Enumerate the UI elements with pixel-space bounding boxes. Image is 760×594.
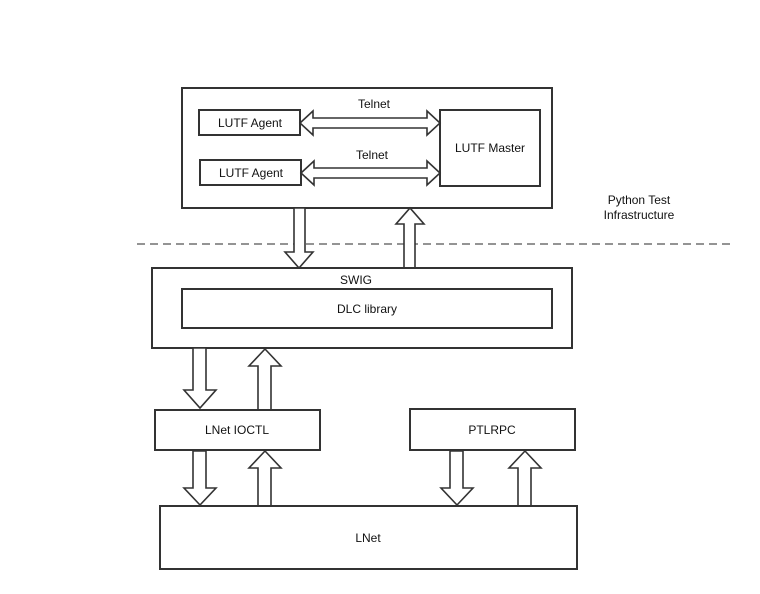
ptlrpc-box <box>409 408 576 451</box>
down-arrow-ptlrpc-to-lnet <box>439 450 475 507</box>
telnet-double-arrow-2 <box>299 159 442 187</box>
lnet-box <box>159 505 578 570</box>
down-arrow-lutf-to-swig <box>283 207 315 270</box>
up-arrow-swig-to-lutf <box>394 206 426 269</box>
dlc-library-box <box>181 288 553 329</box>
lnet-ioctl-label: LNet IOCTL <box>205 423 269 437</box>
up-arrow-lnet-to-ptlrpc <box>507 449 543 508</box>
down-arrow-swig-to-ioctl <box>182 347 218 410</box>
lutf-agent-2-box <box>199 159 302 186</box>
lutf-agent-1-box <box>198 109 301 136</box>
dlc-library-label: DLC library <box>337 302 397 316</box>
telnet-label-1: Telnet <box>358 97 391 111</box>
down-arrow-ioctl-to-lnet <box>182 450 218 507</box>
lutf-master-label: LUTF Master <box>455 141 525 155</box>
lnet-label: LNet <box>355 531 381 545</box>
up-arrow-ioctl-to-swig <box>247 347 283 411</box>
python-infrastructure-label-line1: Python Test <box>608 193 671 207</box>
telnet-label-2: Telnet <box>356 148 389 162</box>
lnet-ioctl-box <box>154 409 321 451</box>
telnet-double-arrow-1 <box>298 109 442 137</box>
lutf-agent-1-label: LUTF Agent <box>218 116 283 130</box>
lutf-agent-2-label: LUTF Agent <box>219 166 284 180</box>
ptlrpc-label: PTLRPC <box>468 423 516 437</box>
swig-label: SWIG <box>340 273 372 287</box>
lutf-master-box <box>439 109 541 187</box>
python-infrastructure-label-line2: Infrastructure <box>604 208 675 222</box>
up-arrow-lnet-to-ioctl <box>247 449 283 508</box>
